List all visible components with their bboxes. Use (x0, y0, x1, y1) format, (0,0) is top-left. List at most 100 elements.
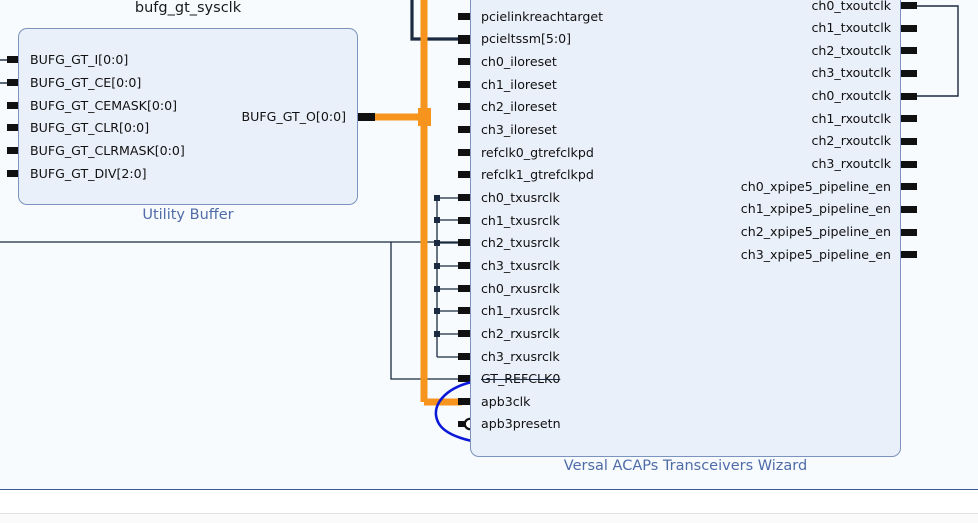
pin-stub[interactable] (458, 375, 474, 382)
pin-stub[interactable] (7, 124, 23, 131)
pin-label-bufg-gt-o: BUFG_GT_O[0:0] (241, 109, 346, 124)
pin-stub[interactable] (901, 138, 917, 145)
pin-label-ch2-xpipe5-pipeline-en: ch2_xpipe5_pipeline_en (740, 224, 891, 239)
pin-label-ch3-txoutclk: ch3_txoutclk (811, 65, 891, 80)
wire-pcieltssm[interactable] (410, 0, 470, 41)
pin-label-ch0-txoutclk: ch0_txoutclk (811, 0, 891, 13)
pin-stub[interactable] (901, 115, 917, 122)
junction-dot (434, 195, 440, 201)
pin-label-ch0-rxoutclk: ch0_rxoutclk (811, 88, 891, 103)
pin-label-ch2-txoutclk: ch2_txoutclk (811, 43, 891, 58)
junction-dot (434, 217, 440, 223)
pin-stub[interactable] (7, 170, 23, 177)
pin-label-ch3-rxoutclk: ch3_rxoutclk (811, 156, 891, 171)
pin-label-ch2-txusrclk: ch2_txusrclk (481, 235, 560, 250)
pin-stub[interactable] (901, 161, 917, 168)
pin-stub[interactable] (901, 183, 917, 190)
wire-gt-refclk0[interactable] (390, 242, 470, 380)
junction-dot (434, 240, 440, 246)
pin-stub[interactable] (458, 171, 474, 178)
pin-label-ch1-txusrclk: ch1_txusrclk (481, 213, 560, 228)
pin-stub[interactable] (458, 353, 474, 360)
pin-stubs-wizard-inputs (458, 13, 476, 405)
page-title-bufg-gt-sysclk: bufg_gt_sysclk (134, 0, 242, 16)
pin-stub[interactable] (458, 330, 474, 337)
pin-label-bufg-gt-ce: BUFG_GT_CE[0:0] (30, 75, 142, 90)
block-caption-utility-buffer: Utility Buffer (142, 207, 234, 223)
junction-dot (434, 263, 440, 269)
pin-label-ch3-rxusrclk: ch3_rxusrclk (481, 349, 560, 364)
pin-label-apb3clk: apb3clk (481, 394, 531, 409)
pin-stub[interactable] (458, 262, 474, 269)
pin-label-ch1-xpipe5-pipeline-en: ch1_xpipe5_pipeline_en (740, 201, 891, 216)
block-design-canvas[interactable]: bufg_gt_sysclk BUFG_GT_I[0:0] BUFG_GT_CE… (0, 0, 978, 489)
junction-dot-orange (418, 108, 431, 126)
pin-stub[interactable] (7, 102, 23, 109)
pin-label-ch3-txusrclk: ch3_txusrclk (481, 258, 560, 273)
wire-txoutclk-loopback[interactable] (901, 5, 959, 97)
pin-stub[interactable] (901, 229, 917, 236)
pin-label-ch1-txoutclk: ch1_txoutclk (811, 20, 891, 35)
pin-stub[interactable] (901, 70, 917, 77)
pin-stub[interactable] (7, 79, 23, 86)
pin-stub[interactable] (7, 56, 23, 63)
pin-stub[interactable] (458, 194, 474, 201)
pin-stub[interactable] (458, 149, 474, 156)
pin-stub[interactable] (458, 285, 474, 292)
pin-stub[interactable] (458, 103, 474, 110)
pin-label-bufg-gt-clrmask: BUFG_GT_CLRMASK[0:0] (30, 143, 185, 158)
pin-label-ch1-rxusrclk: ch1_rxusrclk (481, 303, 560, 318)
pin-stub[interactable] (458, 126, 474, 133)
pin-label-bufg-gt-div: BUFG_GT_DIV[2:0] (30, 166, 147, 181)
pin-stub[interactable] (458, 217, 474, 224)
block-caption-versal-gt-wizard: Versal ACAPs Transceivers Wizard (563, 458, 808, 474)
pin-label-ch0-iloreset: ch0_iloreset (481, 54, 557, 69)
pin-label-ch3-xpipe5-pipeline-en: ch3_xpipe5_pipeline_en (740, 247, 891, 262)
pin-label-ch0-txusrclk: ch0_txusrclk (481, 190, 560, 205)
pin-label-gt-refclk0: GT_REFCLK0 (481, 371, 561, 386)
pane-divider (0, 489, 978, 490)
junction-dot (434, 308, 440, 314)
pin-label-ch2-rxoutclk: ch2_rxoutclk (811, 133, 891, 148)
pin-stub[interactable] (458, 307, 474, 314)
pin-label-apb3presetn: apb3presetn (481, 416, 561, 431)
pin-label-bufg-gt-i: BUFG_GT_I[0:0] (30, 52, 129, 67)
pin-stub[interactable] (458, 398, 474, 405)
pin-label-ch1-iloreset: ch1_iloreset (481, 77, 557, 92)
pin-stub[interactable] (901, 93, 917, 100)
pin-label-ch2-iloreset: ch2_iloreset (481, 99, 557, 114)
horizontal-scrollbar-track[interactable] (0, 513, 978, 523)
pin-stubs-utility-inputs (7, 56, 23, 177)
pin-stub-bufg-gt-o[interactable] (357, 113, 375, 121)
junction-dot (434, 286, 440, 292)
pin-stub[interactable] (901, 25, 917, 32)
junction-dot (434, 331, 440, 337)
pin-label-bufg-gt-cemask: BUFG_GT_CEMASK[0:0] (30, 98, 178, 113)
pin-stub-bus[interactable] (458, 35, 476, 44)
pin-stub[interactable] (458, 81, 474, 88)
wire-junctions (434, 195, 440, 337)
pin-label-ch1-rxoutclk: ch1_rxoutclk (811, 111, 891, 126)
pin-label-pcielinkreachtarget: pcielinkreachtarget (481, 9, 604, 24)
pin-stub[interactable] (901, 206, 917, 213)
pin-stub[interactable] (458, 239, 474, 246)
pin-stub[interactable] (7, 147, 23, 154)
wire-group-dark (0, 0, 959, 380)
pin-label-refclk0-gtrefclkpd: refclk0_gtrefclkpd (481, 145, 594, 160)
wire-group-highlighted-clock-net[interactable] (358, 0, 462, 406)
pin-label-ch0-rxusrclk: ch0_rxusrclk (481, 281, 560, 296)
pin-label-refclk1-gtrefclkpd: refclk1_gtrefclkpd (481, 167, 594, 182)
pin-stub[interactable] (901, 251, 917, 258)
pin-stub[interactable] (458, 58, 474, 65)
block-versal-gt-wizard[interactable] (470, 0, 901, 457)
block-bufg-gt-sysclk[interactable] (18, 28, 358, 205)
pin-stub[interactable] (901, 2, 917, 9)
pin-label-ch0-xpipe5-pipeline-en: ch0_xpipe5_pipeline_en (740, 179, 891, 194)
pin-stub[interactable] (901, 47, 917, 54)
pin-label-bufg-gt-clr: BUFG_GT_CLR[0:0] (30, 120, 150, 135)
pin-label-ch2-rxusrclk: ch2_rxusrclk (481, 326, 560, 341)
pin-label-pcieltssm: pcieltssm[5:0] (481, 31, 572, 46)
pin-stub[interactable] (458, 421, 468, 427)
pin-stub[interactable] (458, 13, 474, 20)
